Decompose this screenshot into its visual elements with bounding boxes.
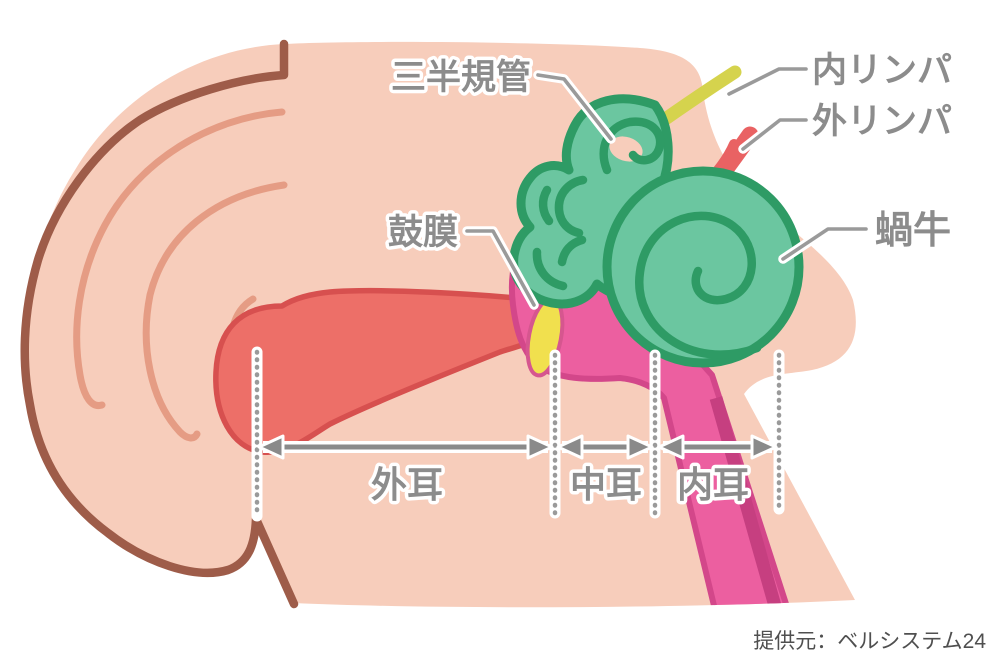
leader-endolymph xyxy=(727,67,808,96)
label-inner-ear: 内耳 xyxy=(677,464,749,505)
canal-loop-line-e xyxy=(599,117,665,175)
boundary-dotted-lines xyxy=(251,346,785,522)
arrowhead-left xyxy=(556,434,584,460)
arrowhead-left xyxy=(257,434,285,460)
leader-eardrum xyxy=(465,229,536,307)
leader-cochlea xyxy=(781,227,868,261)
pinna-inner-curve-1 xyxy=(73,108,286,409)
eustachian-tube-stripe xyxy=(709,396,782,608)
canal-loop-line-left-small xyxy=(538,185,554,226)
label-semicircular-canals: 三半規管 xyxy=(391,58,531,97)
canal-loop-line-bottom-small xyxy=(557,235,587,267)
leader-perilymph xyxy=(741,118,808,151)
leader-lines xyxy=(462,64,871,310)
cochlea-spiral xyxy=(635,211,762,359)
pinna-outline xyxy=(20,39,299,609)
canal-loop-line-left xyxy=(554,175,588,238)
pinna-inner-curve-2 xyxy=(142,181,288,442)
label-outer-ear: 外耳 xyxy=(371,464,443,505)
label-eardrum: 鼓膜 xyxy=(388,213,458,252)
measure-arrow-outer-ear xyxy=(257,434,554,460)
arrowhead-right xyxy=(626,434,654,460)
label-middle-ear: 中耳 xyxy=(570,464,642,505)
ear-canal xyxy=(213,287,544,455)
label-cochlea: 蝸牛 xyxy=(875,210,951,252)
source-caption: 提供元：ベルシステム24 xyxy=(753,630,986,653)
outer-ear-pinna xyxy=(20,39,299,609)
arrowhead-right xyxy=(750,434,778,460)
cochlea xyxy=(602,166,804,368)
label-perilymph: 外リンパ xyxy=(812,102,952,141)
canal-loop-line-bottom xyxy=(532,247,568,291)
pinna-fill xyxy=(26,44,295,604)
cochlea-body xyxy=(602,166,804,368)
measure-arrow-inner-ear xyxy=(657,434,778,460)
arrowhead-right xyxy=(526,434,554,460)
leader-semicircular-canals xyxy=(536,73,613,141)
label-endolymph: 内リンパ xyxy=(812,51,952,90)
measure-arrow-middle-ear xyxy=(556,434,654,460)
arrowhead-left xyxy=(657,434,685,460)
